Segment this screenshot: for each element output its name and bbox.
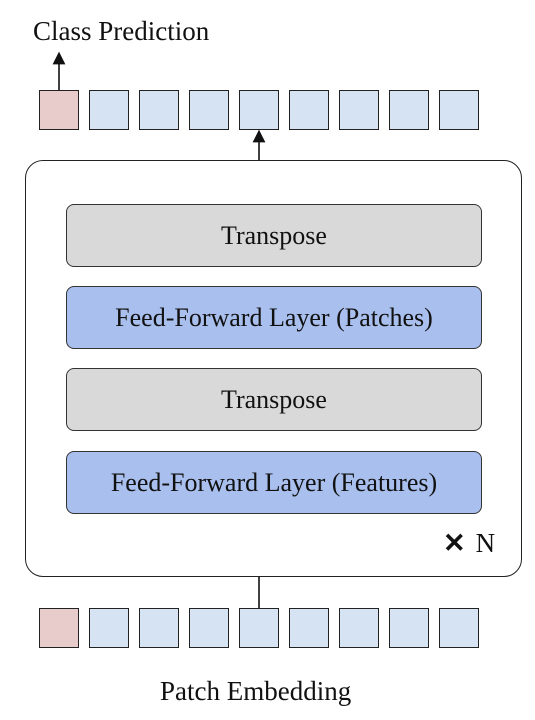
input-patch-token [139,608,179,648]
input-patch-token [89,608,129,648]
output-patch-token [139,90,179,130]
input-class-token [39,608,79,648]
output-patch-token [289,90,329,130]
patch-embedding-label: Patch Embedding [160,676,352,706]
output-patch-token [89,90,129,130]
transpose-layer-1: Transpose [66,204,482,267]
input-patch-token [239,608,279,648]
repeat-marker: ✕ N [443,528,495,559]
output-patch-token [439,90,479,130]
transpose-layer-2: Transpose [66,368,482,431]
output-class-token [39,90,79,130]
output-patch-token [239,90,279,130]
input-patch-token [339,608,379,648]
input-patch-token [439,608,479,648]
input-patch-token [389,608,429,648]
times-icon: ✕ [443,528,466,558]
repeat-count-label: N [475,528,496,558]
input-patch-token [289,608,329,648]
input-patch-token [189,608,229,648]
output-patch-token [189,90,229,130]
output-patch-token [339,90,379,130]
class-prediction-label: Class Prediction [33,16,210,46]
ffn-patches-layer: Feed-Forward Layer (Patches) [66,286,482,349]
ffn-features-layer: Feed-Forward Layer (Features) [66,451,482,514]
output-patch-token [389,90,429,130]
